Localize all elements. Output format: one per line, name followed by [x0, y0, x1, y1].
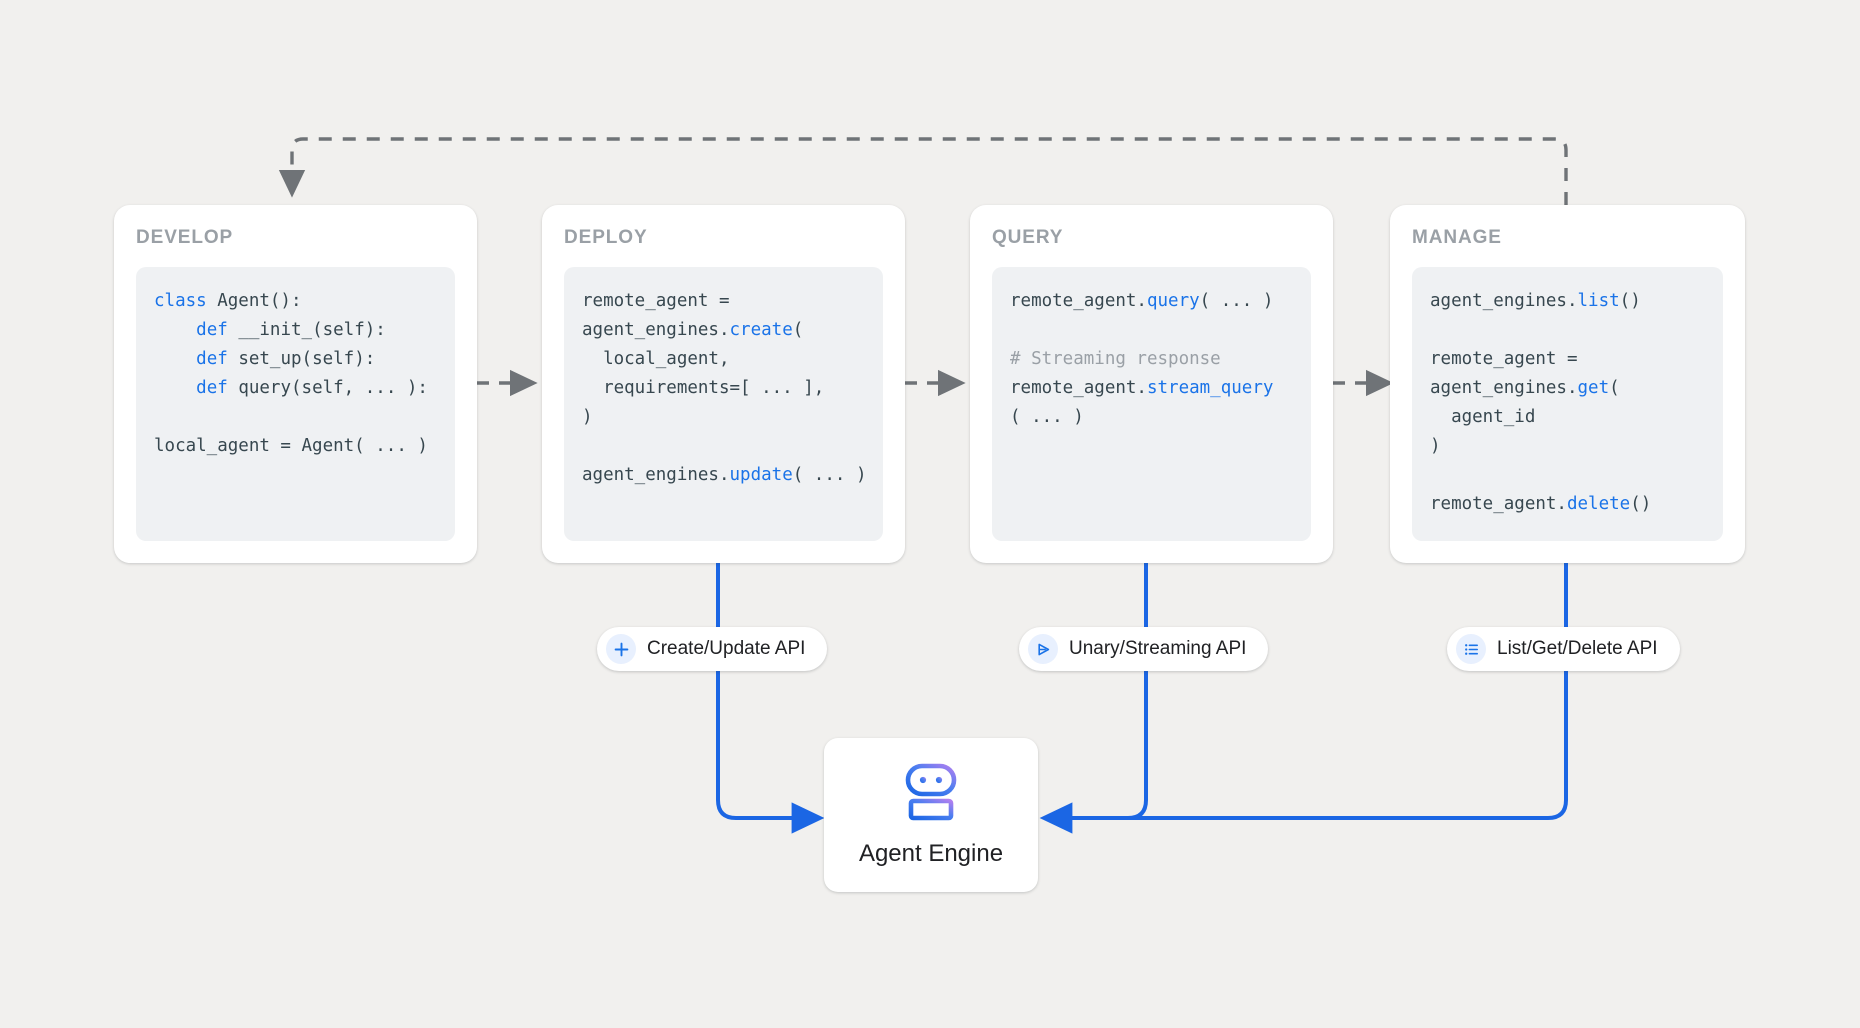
feedback-loop-arrow — [278, 137, 1568, 205]
plus-icon — [606, 634, 636, 664]
api-pill-label: List/Get/Delete API — [1497, 638, 1658, 659]
deploy-to-engine-wire — [716, 563, 825, 834]
stage-title-develop: DEVELOP — [136, 227, 234, 248]
api-pill-create-update[interactable]: Create/Update API — [597, 627, 828, 671]
list-icon — [1456, 634, 1486, 664]
manage-to-engine-wire — [1128, 563, 1568, 820]
stage-card-develop[interactable]: DEVELOP class Agent(): def __init_(self)… — [114, 205, 477, 563]
query-to-engine-wire — [1127, 563, 1148, 820]
stage-title-query: QUERY — [992, 227, 1064, 248]
send-triangle-icon — [1028, 634, 1058, 664]
stage-card-query[interactable]: QUERY remote_agent.query( ... ) # Stream… — [970, 205, 1333, 563]
code-block-manage: agent_engines.list() remote_agent = agen… — [1412, 267, 1723, 541]
api-pill-label: Create/Update API — [647, 638, 806, 659]
stage-title-deploy: DEPLOY — [564, 227, 648, 248]
robot-icon — [900, 763, 962, 826]
code-block-query: remote_agent.query( ... ) # Streaming re… — [992, 267, 1311, 541]
agent-engine-node[interactable]: Agent Engine — [824, 738, 1038, 892]
api-pill-label: Unary/Streaming API — [1069, 638, 1247, 659]
code-block-develop: class Agent(): def __init_(self): def se… — [136, 267, 455, 541]
stage-card-deploy[interactable]: DEPLOY remote_agent = agent_engines.crea… — [542, 205, 905, 563]
api-pill-unary-streaming[interactable]: Unary/Streaming API — [1019, 627, 1269, 671]
api-pill-list-get-delete[interactable]: List/Get/Delete API — [1447, 627, 1680, 671]
stage-card-manage[interactable]: MANAGE agent_engines.list() remote_agent… — [1390, 205, 1745, 563]
code-block-deploy: remote_agent = agent_engines.create( loc… — [564, 267, 883, 541]
agent-engine-label: Agent Engine — [858, 839, 1004, 867]
stage-title-manage: MANAGE — [1412, 227, 1502, 248]
